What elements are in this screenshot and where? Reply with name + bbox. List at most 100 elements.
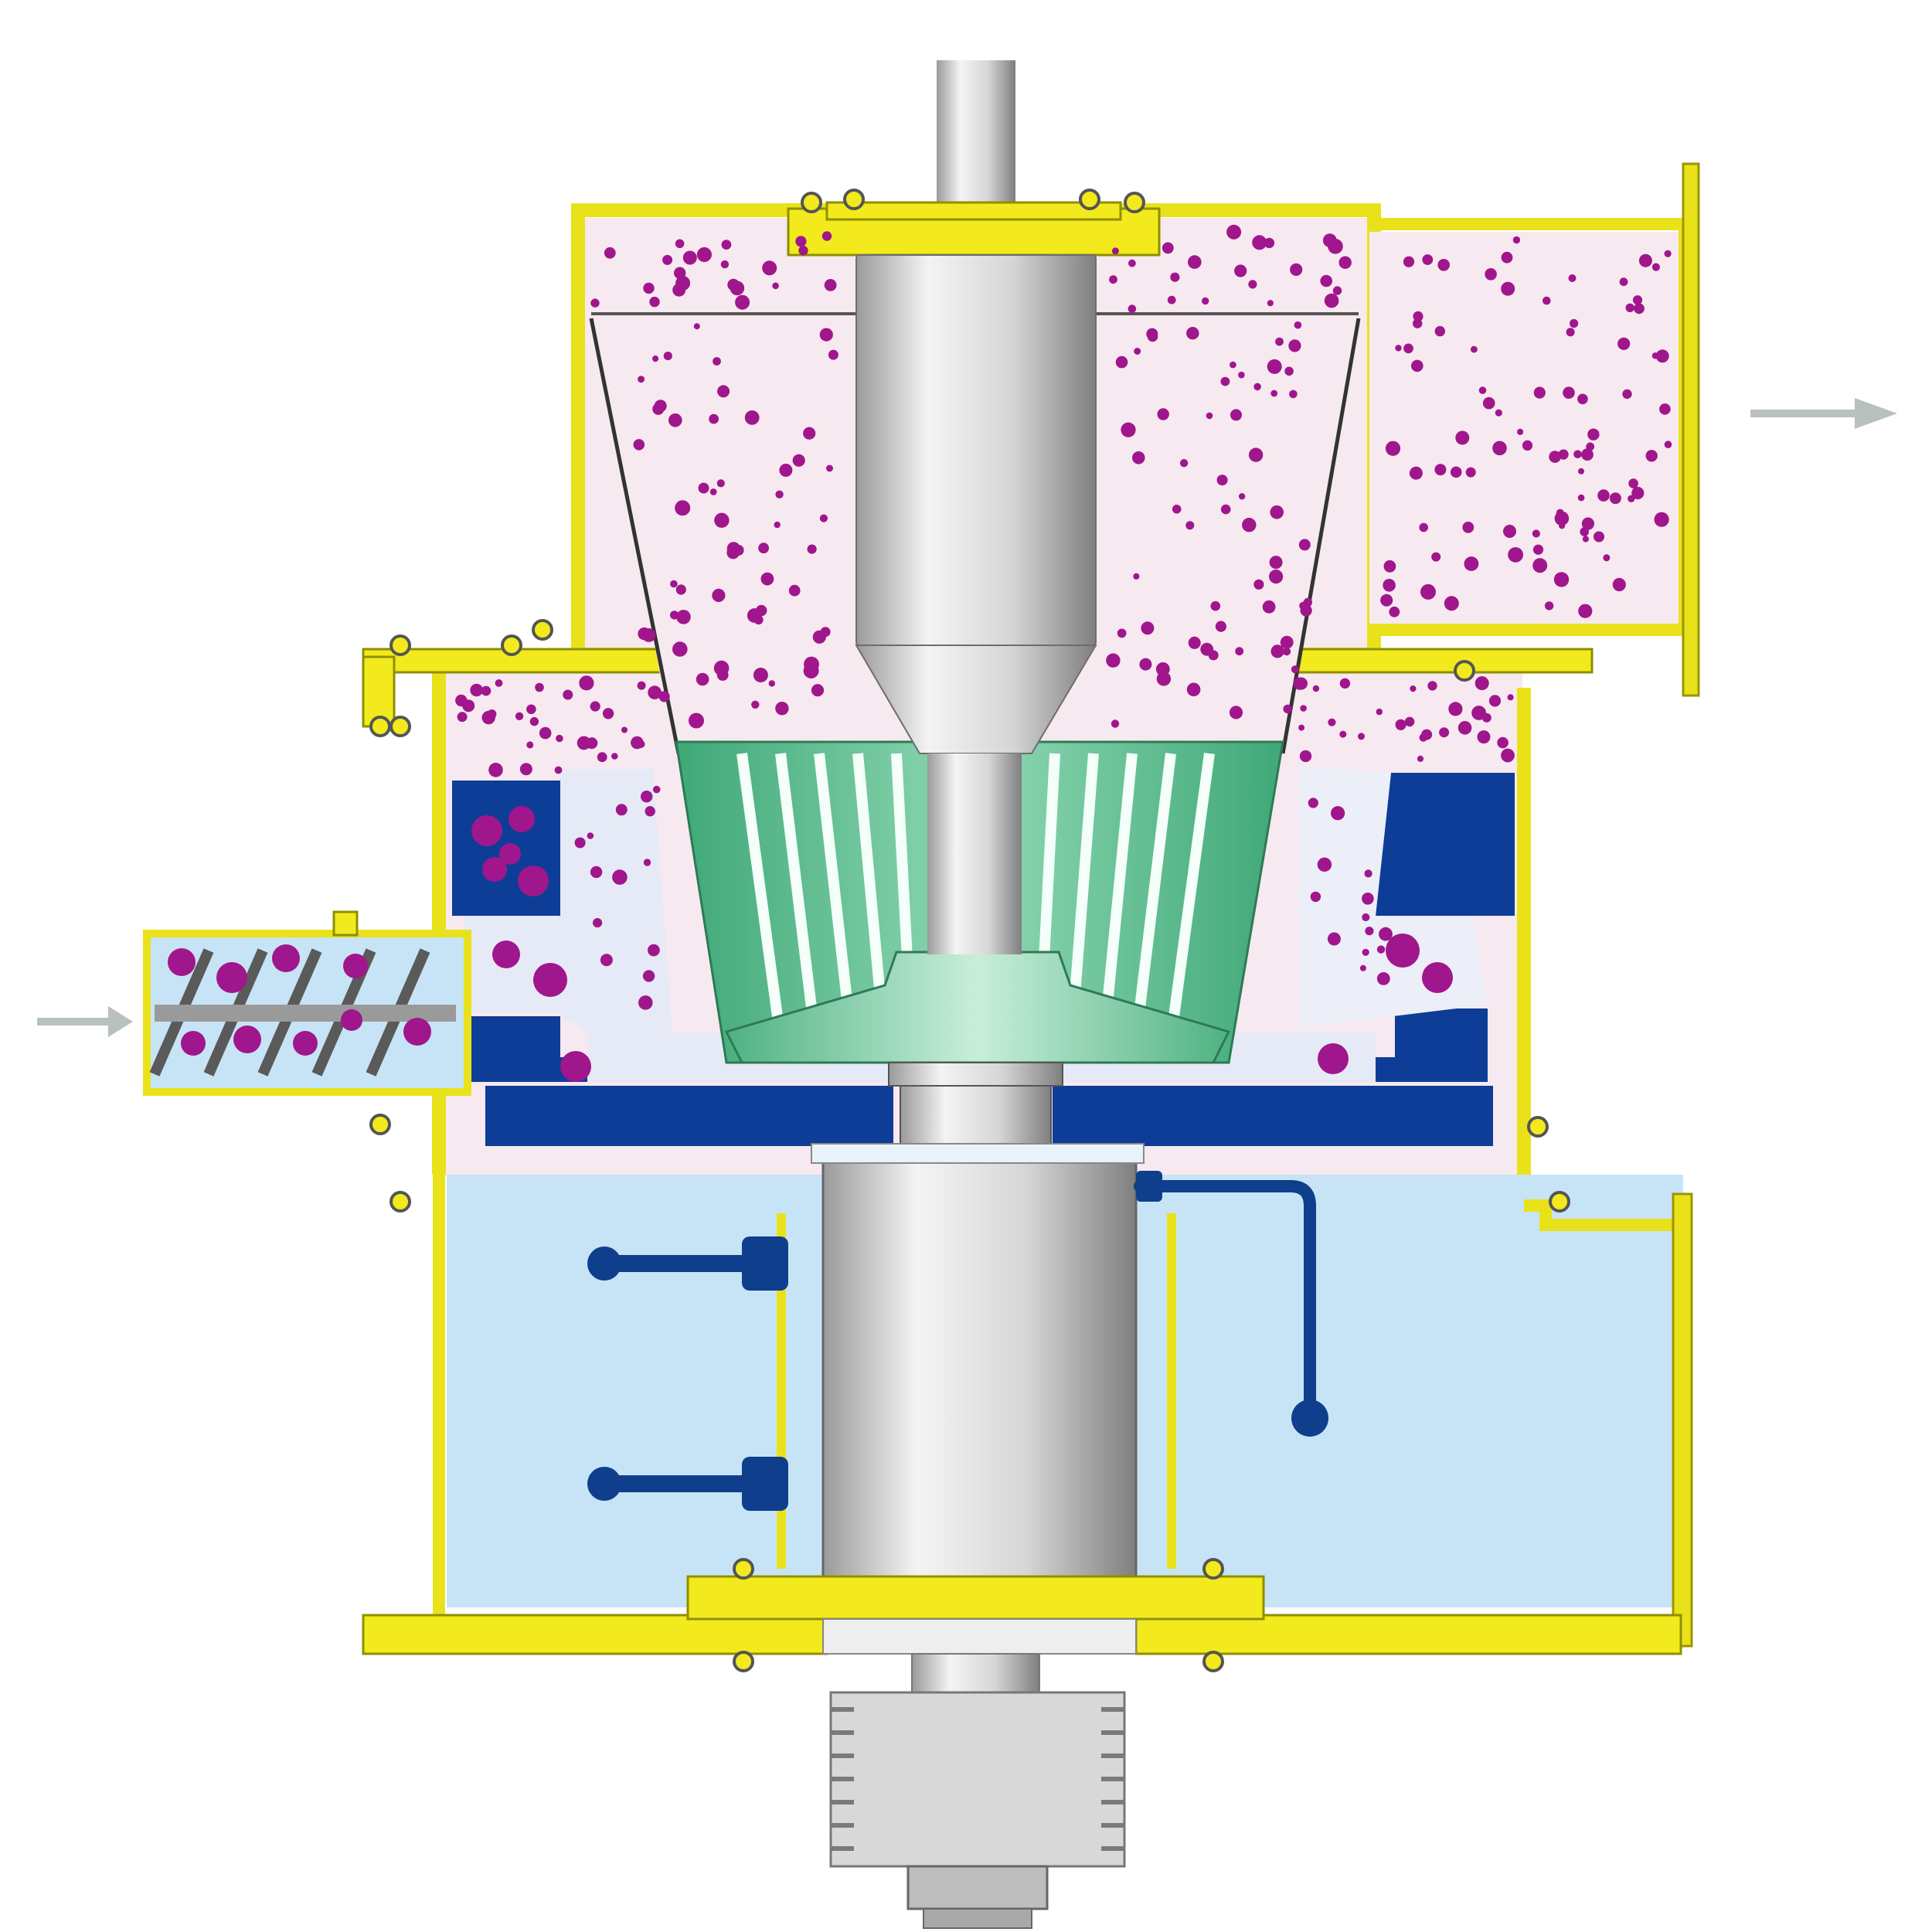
fine-particle xyxy=(621,726,628,733)
lube-nozzle-lower-left xyxy=(587,1467,621,1501)
lube-fitting-upper-left xyxy=(742,1236,788,1291)
fine-particle xyxy=(1269,556,1283,570)
fine-particle xyxy=(1517,428,1524,436)
fine-particle xyxy=(720,260,730,269)
fine-particle xyxy=(1364,869,1372,878)
coarse-particle xyxy=(216,962,247,993)
fine-particle xyxy=(481,685,492,696)
fine-particle xyxy=(693,323,700,330)
lube-fitting-right xyxy=(1136,1171,1162,1202)
feed-inlet-arrow xyxy=(37,1006,133,1037)
fine-particle xyxy=(602,708,614,719)
fine-particle xyxy=(804,656,819,672)
fine-particle xyxy=(828,349,838,360)
fine-particle xyxy=(1328,239,1343,254)
fine-particle xyxy=(730,281,745,296)
fine-particle xyxy=(455,694,468,707)
fine-particle xyxy=(1581,448,1594,461)
fine-particle xyxy=(1331,806,1345,821)
fine-particle xyxy=(1162,242,1174,254)
fine-particle xyxy=(774,521,781,529)
bearing-housing xyxy=(362,1143,1693,1655)
fine-particle xyxy=(652,785,661,794)
fine-particle xyxy=(1568,274,1577,282)
fine-particle xyxy=(1270,645,1284,658)
fine-particle xyxy=(1631,486,1645,500)
fine-particle xyxy=(1594,531,1604,543)
coarse-particle xyxy=(518,866,549,896)
fine-particle xyxy=(1434,325,1446,337)
fine-particle xyxy=(1556,509,1564,517)
fine-particle xyxy=(615,804,628,816)
fine-particle xyxy=(1532,558,1548,573)
fine-particle xyxy=(1507,694,1514,701)
coarse-particle xyxy=(293,1031,318,1056)
coarse-particle xyxy=(499,843,521,865)
base-bearing-seal xyxy=(822,1618,1137,1655)
fine-particle xyxy=(1379,927,1393,941)
fine-particle xyxy=(662,254,673,265)
fine-particle xyxy=(1501,281,1515,296)
fine-particle xyxy=(1464,556,1479,571)
fine-particle xyxy=(819,514,828,522)
chamber-left-band xyxy=(464,916,595,1012)
fine-particle xyxy=(826,464,833,472)
fine-particle xyxy=(554,766,563,774)
coarse-particle xyxy=(168,948,196,976)
fine-particle xyxy=(1188,636,1201,649)
fine-particle xyxy=(1437,259,1450,271)
fine-particle xyxy=(1419,522,1428,532)
fine-particle xyxy=(1157,408,1169,420)
fine-particle xyxy=(457,712,468,723)
fine-particle xyxy=(1295,677,1308,690)
fine-particle xyxy=(792,454,805,467)
fine-particle xyxy=(1128,259,1136,267)
fine-particle xyxy=(1448,702,1463,716)
fine-particle xyxy=(1465,467,1476,478)
fine-particle xyxy=(1582,536,1589,543)
fine-particle xyxy=(641,790,653,803)
bolt xyxy=(1527,1116,1549,1138)
fine-particle xyxy=(1655,349,1669,363)
fine-particle xyxy=(1404,716,1415,727)
fine-particle xyxy=(1253,579,1264,590)
fine-particle xyxy=(563,689,573,700)
rotor-hub xyxy=(724,951,1231,1064)
fine-particle xyxy=(597,752,607,763)
flange-bolts xyxy=(369,189,1570,1672)
coarse-particle xyxy=(233,1026,261,1053)
bolt xyxy=(843,189,865,210)
fine-particle xyxy=(772,282,779,290)
fine-particle xyxy=(672,641,688,657)
fine-particle xyxy=(1544,601,1554,611)
fine-particle xyxy=(1220,376,1230,386)
fine-particle xyxy=(709,488,717,495)
coarse-particle xyxy=(1422,962,1453,993)
fine-particle xyxy=(1573,450,1582,459)
fine-particle xyxy=(1359,964,1366,971)
coarse-particle xyxy=(1386,934,1420,968)
fine-particle xyxy=(1380,594,1393,607)
lubrication-lines xyxy=(594,1180,1316,1492)
fine-particle xyxy=(670,580,678,588)
fine-particle xyxy=(1134,348,1141,355)
lube-nozzle-upper-left xyxy=(587,1247,621,1281)
fine-particle xyxy=(1215,621,1226,632)
fine-particle xyxy=(1422,254,1434,265)
fine-particle xyxy=(698,482,709,494)
coarse-particle xyxy=(560,1051,591,1082)
fine-particle xyxy=(1413,311,1423,321)
fine-particle xyxy=(675,584,686,595)
fine-particle xyxy=(717,385,730,398)
fine-particle xyxy=(1634,303,1645,315)
fine-particle xyxy=(648,685,662,699)
fine-particle xyxy=(689,713,704,729)
fine-particle xyxy=(1248,447,1264,462)
fine-particle xyxy=(795,236,807,247)
fine-particle xyxy=(1280,635,1294,649)
liner-lower-left xyxy=(464,1016,587,1082)
fine-particle xyxy=(590,701,600,712)
fine-particle xyxy=(676,610,691,624)
bolt xyxy=(389,634,411,656)
fine-particle xyxy=(1458,721,1472,735)
